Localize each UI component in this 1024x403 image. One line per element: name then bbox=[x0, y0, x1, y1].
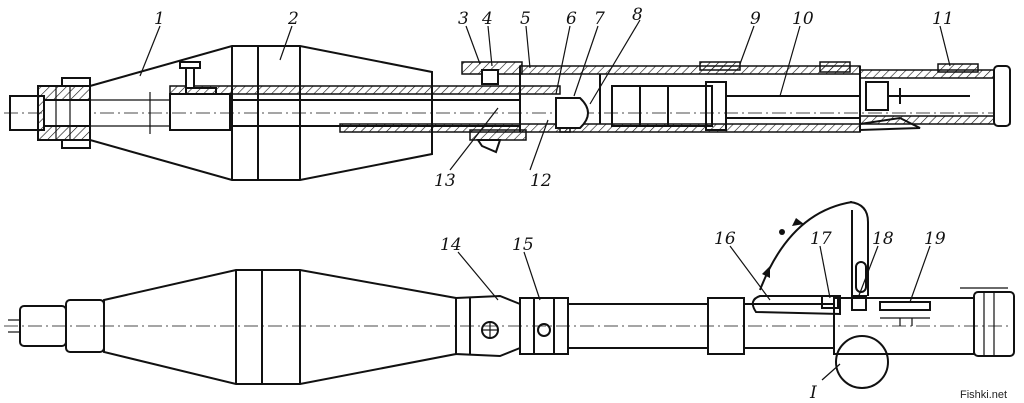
detail-circle-I bbox=[835, 335, 889, 389]
label-1: 1 bbox=[154, 9, 165, 29]
label-2: 2 bbox=[287, 9, 299, 29]
nose-fuze bbox=[9, 77, 91, 149]
collar bbox=[461, 61, 527, 154]
label-16: 16 bbox=[714, 229, 736, 249]
label-8: 8 bbox=[632, 5, 643, 25]
external-view: 14 15 16 17 18 19 I bbox=[4, 201, 1015, 403]
label-10: 10 bbox=[792, 9, 814, 29]
sectional-view: 1 2 3 4 5 6 7 8 9 10 11 12 13 bbox=[4, 5, 1011, 191]
label-18: 18 bbox=[872, 229, 894, 249]
label-17: 17 bbox=[810, 229, 832, 249]
leader-lines-bottom bbox=[457, 245, 931, 381]
label-9: 9 bbox=[750, 9, 761, 29]
leader-lines bbox=[139, 19, 951, 171]
tail-exterior bbox=[821, 287, 1015, 389]
coupling bbox=[455, 294, 569, 358]
label-13: 13 bbox=[434, 171, 456, 191]
label-5: 5 bbox=[520, 9, 531, 29]
label-11: 11 bbox=[932, 9, 954, 29]
label-6: 6 bbox=[566, 9, 577, 29]
label-I: I bbox=[809, 383, 817, 403]
warhead-exterior bbox=[103, 269, 457, 385]
watermark: Fishki.net bbox=[960, 389, 1007, 401]
label-12: 12 bbox=[530, 171, 552, 191]
label-7: 7 bbox=[594, 9, 605, 29]
label-4: 4 bbox=[481, 9, 493, 29]
label-14: 14 bbox=[440, 235, 462, 255]
label-19: 19 bbox=[924, 229, 946, 249]
tail-section bbox=[859, 63, 1011, 132]
label-3: 3 bbox=[458, 9, 469, 29]
label-15: 15 bbox=[512, 235, 534, 255]
motor-section bbox=[519, 61, 861, 133]
warhead bbox=[89, 45, 433, 181]
central-tube bbox=[169, 61, 571, 133]
